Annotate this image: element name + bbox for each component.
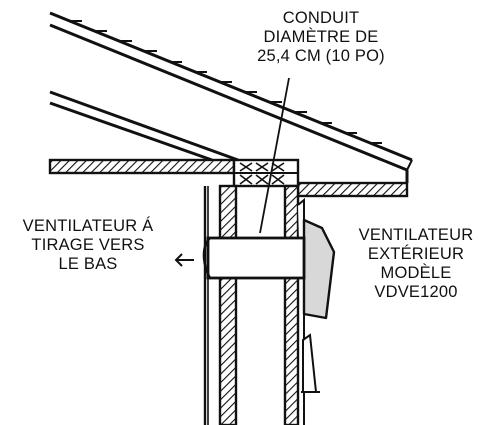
downdraft-fan-label: VENTILATEUR Á TIRAGE VERS LE BAS	[0, 217, 176, 274]
lower-rafter	[49, 90, 239, 162]
duct	[202, 236, 306, 280]
eave-soffit	[296, 181, 409, 198]
downdraft-label-line-1: VENTILATEUR Á	[22, 217, 154, 235]
exterior-label-line-2: EXTÉRIEUR	[367, 245, 465, 263]
exterior-fan-housing	[302, 218, 336, 320]
downdraft-label-line-2: TIRAGE VERS	[31, 236, 145, 254]
conduit-label-line-3: 25,4 CM (10 PO)	[257, 47, 385, 65]
wall-structure	[203, 184, 300, 425]
exterior-label-line-4: VDVE1200	[374, 283, 458, 301]
arrow-left-icon	[174, 253, 194, 267]
downdraft-label-line-3: LE BAS	[58, 255, 118, 273]
conduit-label-line-2: DIAMÈTRE DE	[263, 28, 379, 46]
exterior-label-line-3: MODÈLE	[380, 264, 452, 282]
conduit-label: CONDUIT DIAMÈTRE DE 25,4 CM (10 PO)	[226, 9, 416, 66]
upper-roof	[49, 11, 413, 183]
conduit-leader-line	[259, 77, 290, 234]
conduit-label-line-1: CONDUIT	[282, 9, 360, 27]
exterior-label-line-1: VENTILATEUR	[358, 226, 474, 244]
top-plate-blocking	[232, 158, 300, 188]
exterior-fan-label: VENTILATEUR EXTÉRIEUR MODÈLE VDVE1200	[340, 226, 492, 302]
ceiling-band	[48, 158, 236, 175]
